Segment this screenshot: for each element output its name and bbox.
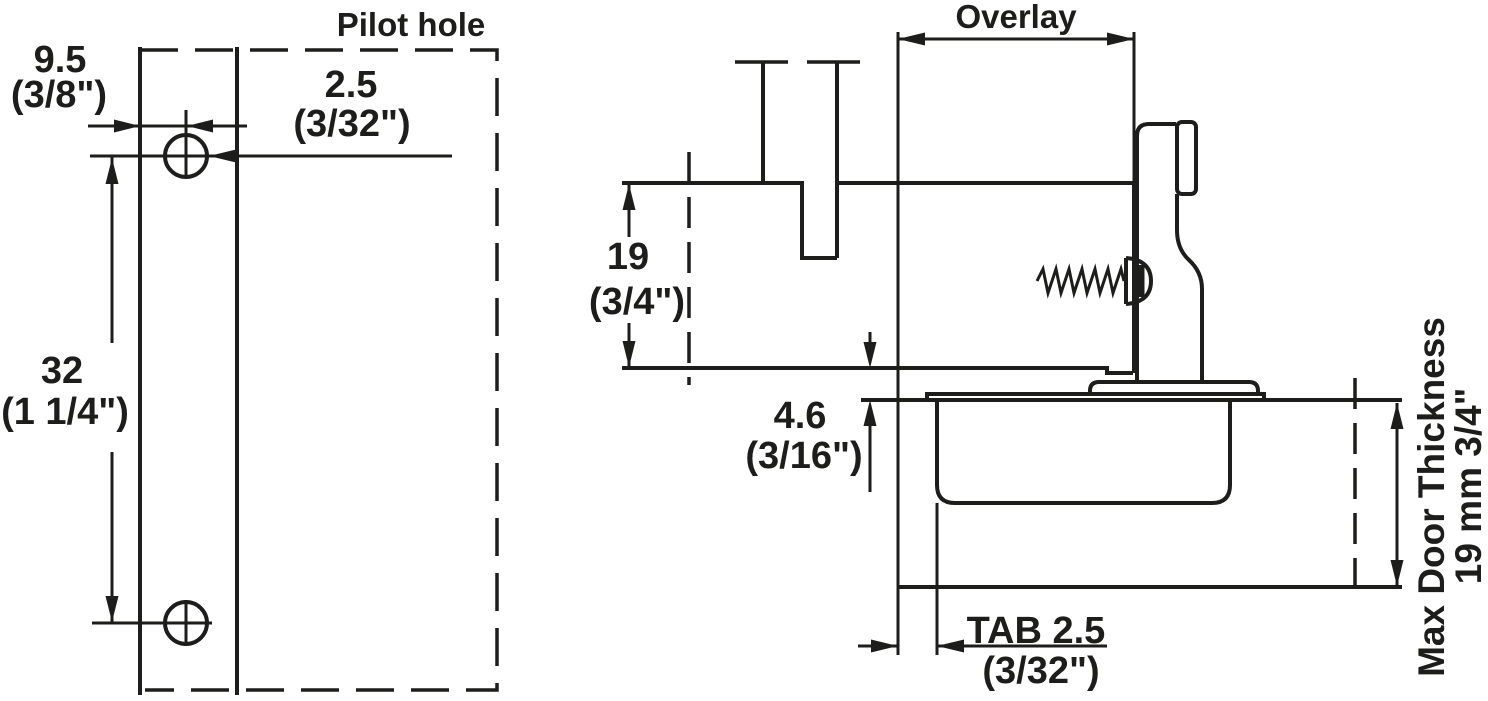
reveal-in-label: (3/16") [745,435,862,477]
arrowhead [871,639,898,653]
hinge-arm-left-edge [1135,122,1176,382]
arrowhead [209,149,236,163]
hinge-flange-plate [925,392,1266,400]
arrowhead [187,119,213,133]
hinge-arm-right-contour [1175,194,1204,382]
arrowhead [105,158,119,184]
overlay-label: Overlay [955,0,1077,35]
reveal-mm-label: 4.6 [774,395,827,437]
door-outline-dashed [140,48,499,692]
arrowhead [863,342,877,368]
panel-thickness-mm-label: 19 [607,236,649,278]
hole-dia-mm-label: 2.5 [325,64,378,106]
edge-distance-in-label: (3/8") [11,74,107,116]
arrowhead [622,184,636,210]
tab-in-label: (3/32") [982,650,1099,692]
max-door-thickness-value: 19 mm 3/4" [1448,388,1488,585]
panel-thickness-in-label: (3/4") [589,281,685,323]
arrowhead [1107,32,1134,46]
hinge-cup [935,400,1232,505]
panel-bottom-face [622,366,1133,375]
arrowhead [1390,403,1404,429]
arrowhead [105,596,119,622]
screw-threads [1035,263,1126,299]
arrowhead [622,341,636,367]
hinge-cross-section-view: Overlay 19 (3/4") 4.6 (3/16") TAB 2.5 (3… [589,0,1488,692]
hinge-base [1088,380,1260,394]
tab-label: TAB 2.5 [967,610,1106,652]
mounting-screw [1035,256,1154,306]
arrowhead [898,32,925,46]
hole-spacing-mm-label: 32 [41,350,83,392]
arrowhead [114,119,140,133]
pilot-hole-view: 9.5 (3/8") Pilot hole 2.5 (3/32") 32 (1 … [1,6,499,695]
hole-spacing-in-label: (1 1/4") [1,391,129,433]
arrowhead [937,639,964,653]
hinge-arm-top-tab [1175,120,1198,196]
arrowhead [1390,560,1404,586]
hole-dia-in-label: (3/32") [293,103,410,145]
screw-head-dome [1125,256,1154,306]
max-door-thickness-label: Max Door Thickness [1411,317,1452,677]
panel-top-face-and-slot [622,181,837,260]
arrowhead [863,400,877,426]
pilot-hole-title: Pilot hole [337,6,486,43]
edge-distance-mm-label: 9.5 [34,39,87,81]
